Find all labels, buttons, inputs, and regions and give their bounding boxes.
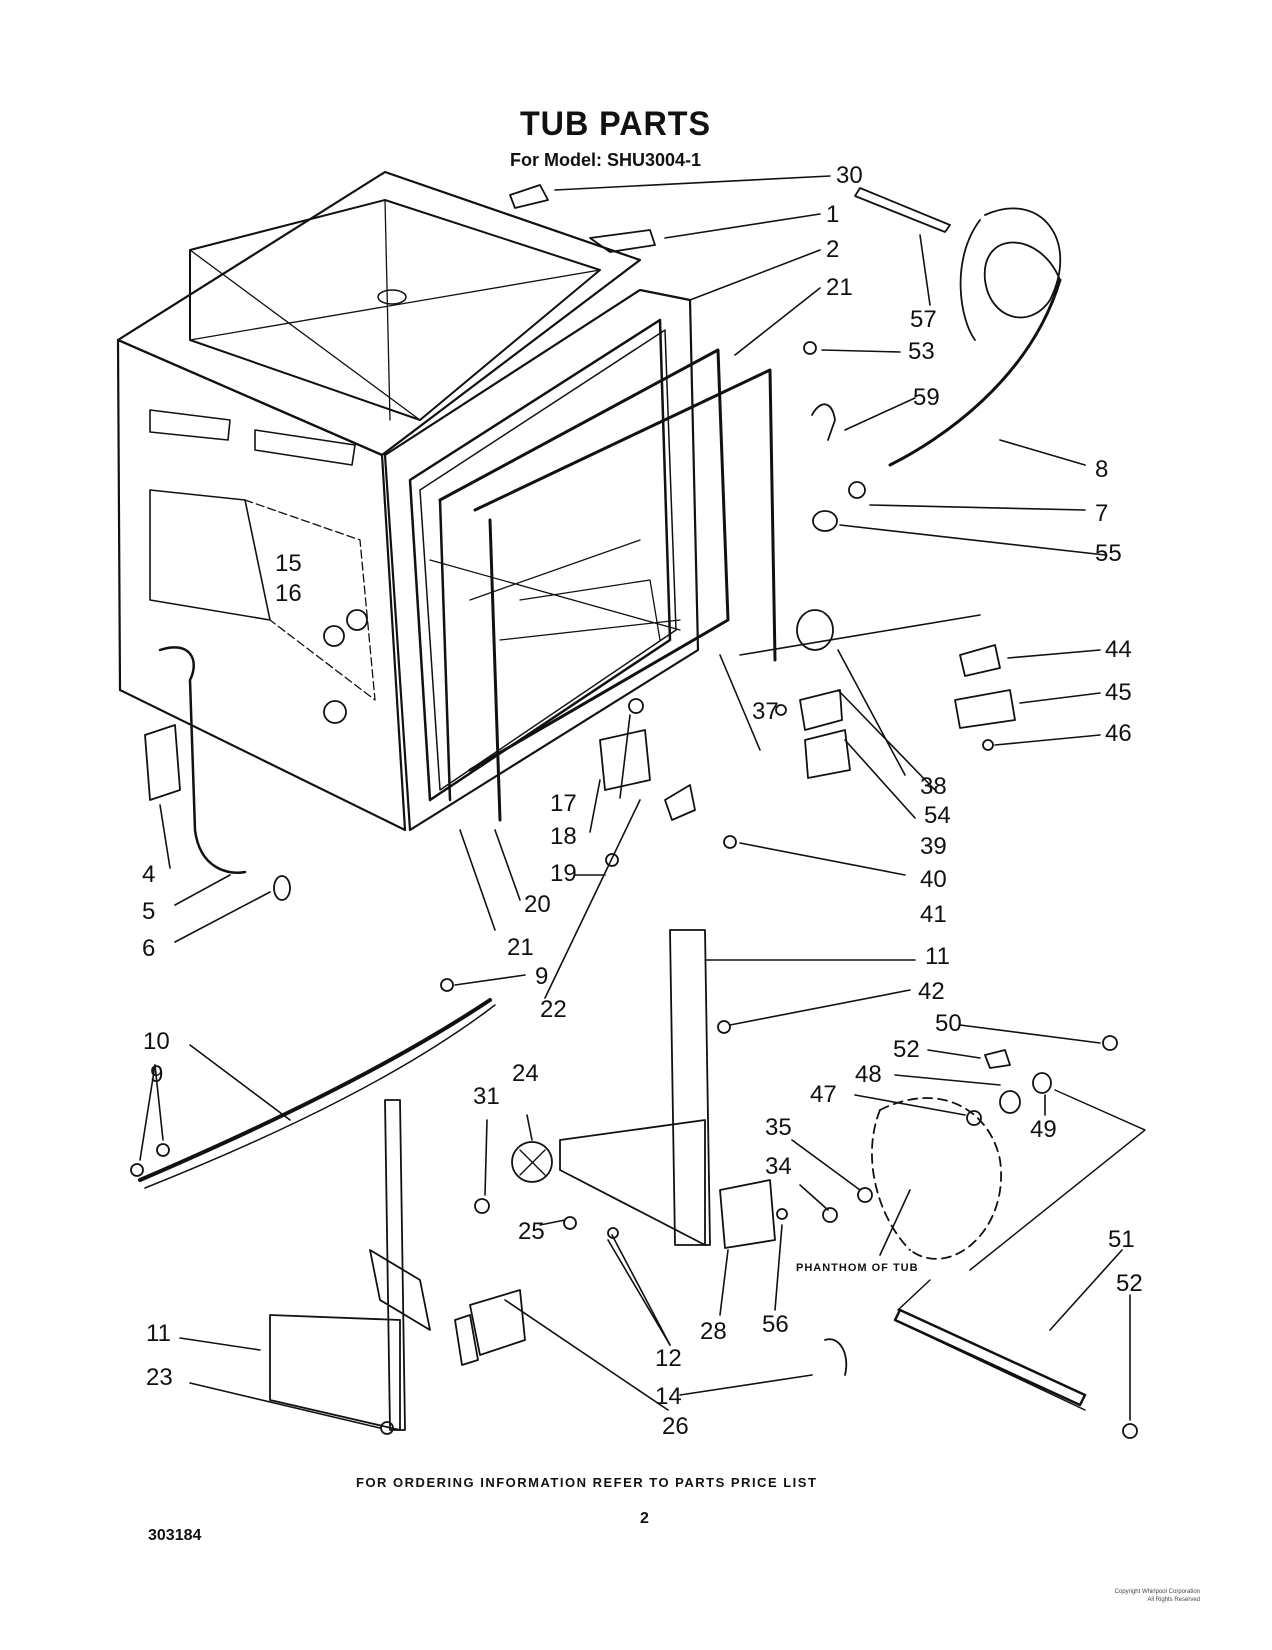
left-parts <box>130 609 496 1189</box>
callout-21: 21 <box>826 274 853 301</box>
callout-4: 4 <box>142 861 156 888</box>
callout-35: 35 <box>765 1114 792 1141</box>
callout-49: 49 <box>1030 1116 1057 1143</box>
callout-52b: 52 <box>1116 1270 1143 1297</box>
callout-45: 45 <box>1105 679 1132 706</box>
callout-28: 28 <box>700 1318 727 1345</box>
callout-59: 59 <box>913 384 940 411</box>
phantom-tub-label: PHANTHOM OF TUB <box>796 1262 919 1274</box>
callout-9b: 9 <box>150 1061 164 1088</box>
callout-50: 50 <box>935 1010 962 1037</box>
callout-24: 24 <box>512 1060 539 1087</box>
callout-8: 8 <box>1095 456 1109 483</box>
callout-26: 26 <box>662 1413 689 1440</box>
callout-21b: 21 <box>507 934 534 961</box>
callout-37: 37 <box>752 698 779 725</box>
callout-22: 22 <box>540 996 567 1023</box>
callout-47: 47 <box>810 1081 837 1108</box>
callout-23: 23 <box>146 1364 173 1391</box>
callout-40: 40 <box>920 866 947 893</box>
callout-42: 42 <box>918 978 945 1005</box>
callout-20: 20 <box>524 891 551 918</box>
callout-46: 46 <box>1105 720 1132 747</box>
callout-14: 14 <box>655 1383 682 1410</box>
callout-9a: 9 <box>535 963 549 990</box>
callout-30: 30 <box>836 162 863 189</box>
callout-18: 18 <box>550 823 577 850</box>
tub-body <box>116 170 777 832</box>
copyright-notice: Copyright Whirlpool Corporation All Righ… <box>1000 1588 1200 1604</box>
callout-11a: 11 <box>925 943 950 970</box>
page-number: 2 <box>640 1510 649 1527</box>
callout-34: 34 <box>765 1153 792 1180</box>
callout-56: 56 <box>762 1311 789 1338</box>
callout-41: 41 <box>920 901 947 928</box>
callout-12: 12 <box>655 1345 682 1372</box>
callout-2: 2 <box>826 236 840 263</box>
callout-17: 17 <box>550 790 577 817</box>
callout-44: 44 <box>1105 636 1132 663</box>
callout-15: 15 <box>275 550 302 577</box>
callout-10: 10 <box>143 1028 170 1055</box>
diagram-title: TUB PARTS <box>520 105 711 143</box>
callout-39: 39 <box>920 833 947 860</box>
callout-7: 7 <box>1095 500 1109 527</box>
document-number: 303184 <box>148 1527 202 1544</box>
callout-31: 31 <box>473 1083 500 1110</box>
leader-lines <box>139 175 1131 1429</box>
callout-48: 48 <box>855 1061 882 1088</box>
callout-57: 57 <box>910 306 937 333</box>
callout-25: 25 <box>518 1218 545 1245</box>
lower-parts <box>269 929 848 1435</box>
callout-11b: 11 <box>146 1320 171 1347</box>
callout-53: 53 <box>908 338 935 365</box>
copyright-line-1: Copyright Whirlpool Corporation <box>1114 1589 1200 1595</box>
upper-parts <box>509 184 1062 867</box>
callout-55: 55 <box>1095 540 1122 567</box>
rail-parts <box>822 1035 1146 1439</box>
callout-16: 16 <box>275 580 302 607</box>
model-subtitle: For Model: SHU3004-1 <box>510 150 702 170</box>
callout-54: 54 <box>924 802 951 829</box>
callout-52a: 52 <box>893 1036 920 1063</box>
callout-5: 5 <box>142 898 156 925</box>
callout-19: 19 <box>550 860 577 887</box>
callout-51: 51 <box>1108 1226 1135 1253</box>
callout-6: 6 <box>142 935 156 962</box>
callout-38: 38 <box>920 773 947 800</box>
ordering-footer-note: FOR ORDERING INFORMATION REFER TO PARTS … <box>356 1475 818 1490</box>
callout-1: 1 <box>826 201 840 228</box>
copyright-line-2: All Rights Reserved <box>1147 1597 1200 1603</box>
